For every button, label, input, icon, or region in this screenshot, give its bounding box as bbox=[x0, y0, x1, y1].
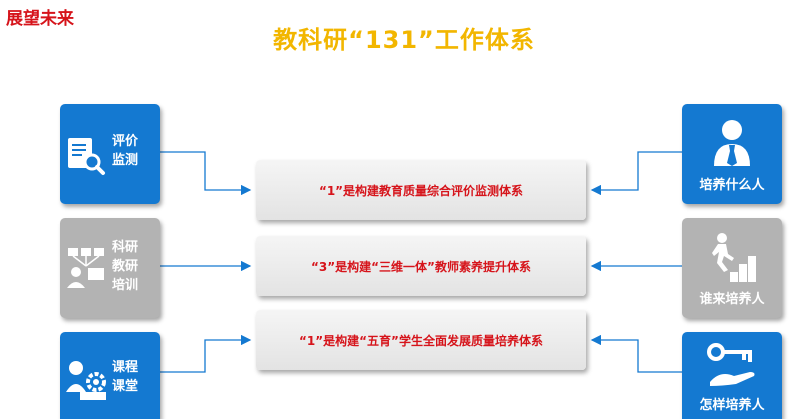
teacher-gear-icon bbox=[66, 361, 106, 400]
main-title: 教科研“131”工作体系 bbox=[273, 26, 535, 54]
tile-label-line2: 教研 bbox=[112, 259, 139, 274]
tile-label-line2: 监测 bbox=[112, 153, 139, 168]
tile-label-line3: 培训 bbox=[112, 278, 139, 293]
connector-right-3 bbox=[590, 334, 682, 373]
presenter-icon bbox=[67, 248, 104, 288]
person-tie-icon bbox=[714, 120, 750, 166]
bar-text: “1”是构建“五育”学生全面发展质量培养体系 bbox=[299, 333, 543, 348]
connector-left-3 bbox=[160, 334, 252, 373]
tile-label-line1: 课程 bbox=[112, 360, 139, 375]
key-hand-icon bbox=[707, 343, 755, 386]
tile-label-line1: 科研 bbox=[112, 240, 139, 255]
report-search-icon bbox=[68, 138, 105, 175]
tile-evaluation-monitoring: 评价 监测 bbox=[60, 104, 160, 204]
tile-who-cultivates: 谁来培养人 bbox=[682, 218, 782, 318]
tile-label: 谁来培养人 bbox=[699, 292, 765, 307]
tile-label-line1: 评价 bbox=[112, 134, 139, 149]
tile-research-training: 科研 教研 培训 bbox=[60, 218, 160, 318]
tile-label-line2: 课堂 bbox=[112, 379, 139, 394]
tile-label: 培养什么人 bbox=[699, 178, 765, 193]
tile-whom-to-cultivate: 培养什么人 bbox=[682, 104, 782, 204]
bar-teacher-literacy-system: “3”是构建“三维一体”教师素养提升体系 bbox=[256, 236, 586, 296]
tile-label: 怎样培养人 bbox=[699, 398, 765, 413]
connector-right-1 bbox=[590, 151, 682, 196]
connector-left-1 bbox=[160, 151, 252, 196]
bar-student-development-system: “1”是构建“五育”学生全面发展质量培养体系 bbox=[256, 310, 586, 370]
bar-text: “3”是构建“三维一体”教师素养提升体系 bbox=[311, 259, 531, 274]
stair-climb-icon bbox=[712, 233, 756, 282]
bar-text: “1”是构建教育质量综合评价监测体系 bbox=[318, 183, 524, 198]
corner-title: 展望未来 bbox=[6, 9, 74, 29]
tile-curriculum-classroom: 课程 课堂 bbox=[60, 332, 160, 419]
tile-how-to-cultivate: 怎样培养人 bbox=[682, 332, 782, 419]
bar-evaluation-system: “1”是构建教育质量综合评价监测体系 bbox=[256, 160, 586, 220]
